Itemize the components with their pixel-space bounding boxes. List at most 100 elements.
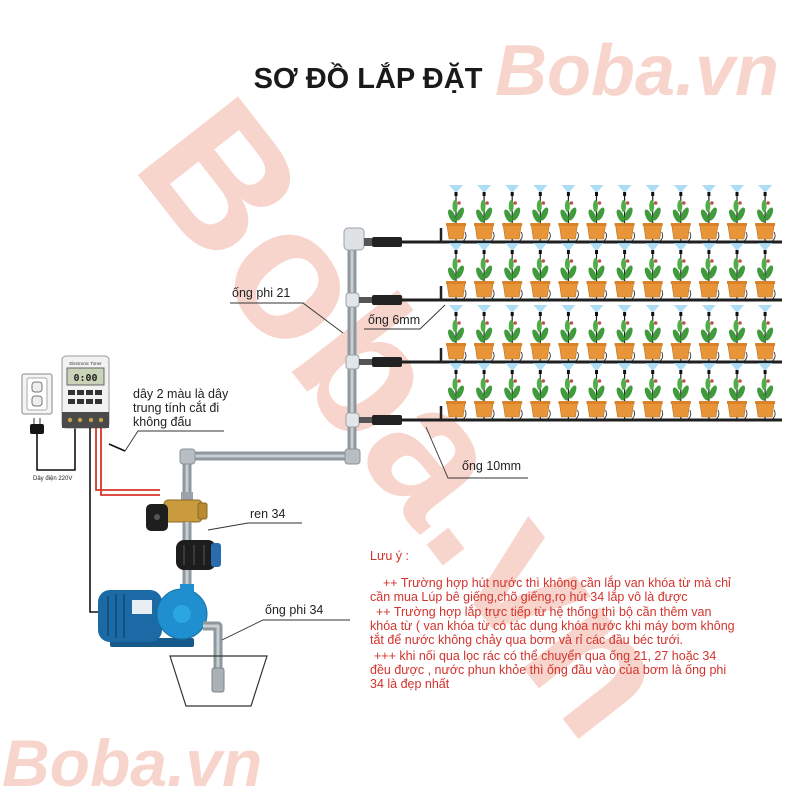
pot-rim (698, 223, 719, 226)
leaf (452, 378, 458, 390)
micro-tube (686, 231, 692, 243)
leaf (680, 207, 689, 221)
pot-rim (727, 223, 747, 226)
micro-tube (770, 231, 776, 243)
leaf (736, 207, 746, 221)
flower (625, 259, 630, 263)
sprinkler-spray (477, 185, 492, 193)
leaf (540, 265, 549, 279)
pot-rim (502, 401, 523, 404)
leaf (616, 387, 625, 401)
flower (625, 321, 630, 325)
flower (653, 201, 658, 205)
flower (597, 201, 602, 205)
plant (614, 305, 635, 363)
micro-tube (770, 351, 776, 363)
leaf (455, 327, 465, 341)
pot (671, 344, 691, 360)
micro-tube (770, 289, 776, 301)
plant (446, 243, 467, 301)
plant (502, 305, 523, 363)
micro-tube (517, 231, 523, 243)
pot-rim (614, 401, 635, 404)
pot-rim (474, 223, 495, 226)
leaf (504, 267, 513, 281)
sprinkler-head (707, 370, 711, 374)
sprinkler-spray (561, 305, 576, 313)
sprinkler-spray (701, 243, 716, 251)
sprinkler-spray (449, 363, 463, 371)
leaf (540, 327, 549, 341)
pot-rim (614, 223, 635, 226)
pot-rim (698, 281, 719, 284)
note-line: cần mua Lúp bê giếng,chõ giếng,rọ hút 34… (370, 589, 687, 604)
pot-rim (727, 281, 747, 284)
pipe-tee (345, 412, 360, 428)
filter-cap (211, 543, 221, 567)
flower (625, 201, 630, 205)
leader-line (230, 302, 344, 334)
leaf (672, 209, 681, 223)
leaf (480, 378, 486, 390)
pot-rim (446, 223, 466, 226)
leaf (757, 387, 766, 401)
micro-tube (489, 409, 495, 421)
sprinkler-spray (673, 363, 688, 371)
sprinkler-spray (505, 305, 520, 313)
pot (755, 282, 775, 298)
leaf (649, 378, 655, 390)
leaf (447, 387, 457, 401)
pot-rim (446, 343, 466, 346)
plant (530, 243, 551, 301)
sprinkler-spray (561, 243, 576, 251)
pipe-21-highlight (185, 240, 354, 500)
leaf (621, 258, 627, 270)
flower (597, 379, 602, 383)
flower (625, 379, 630, 383)
note-line: đều được , nước phun khỏe thì ống đầu và… (370, 663, 726, 677)
note-line: khóa từ ( van khóa từ có tác dụng khóa n… (370, 619, 735, 633)
leaf (532, 329, 541, 343)
leaf (624, 265, 633, 279)
timer-button (95, 390, 102, 395)
sprinkler-spray (589, 305, 604, 313)
leaf (728, 329, 738, 343)
leaf (677, 378, 683, 390)
flower (710, 379, 714, 383)
leader-line (207, 522, 302, 531)
pot-rim (530, 401, 551, 404)
plant (474, 185, 495, 243)
sprinkler-spray (561, 363, 576, 371)
plant (614, 363, 635, 421)
pot (446, 224, 466, 240)
sprinkler-head (707, 250, 711, 254)
note-line: ++ Trường hợp hút nước thì không cần lắp… (383, 575, 731, 590)
leaf (728, 209, 738, 223)
plant (670, 243, 692, 301)
power-cord-wire (36, 428, 76, 471)
flower (653, 379, 658, 383)
plant (446, 363, 467, 421)
sprinkler-head (566, 192, 570, 196)
sprinkler-head (510, 312, 514, 316)
sprinkler-spray (617, 185, 632, 193)
wire-to-pump (89, 428, 99, 613)
sprinkler-head (454, 312, 458, 316)
pot-rim (642, 281, 663, 284)
leaf (761, 200, 767, 212)
leaf (455, 265, 465, 279)
pot (559, 402, 578, 418)
leaf (728, 267, 738, 281)
pot-rim (502, 343, 523, 346)
sprinkler-spray (589, 185, 604, 193)
pot (474, 402, 494, 418)
sprinkler-spray (645, 185, 660, 193)
leaf (568, 385, 577, 399)
leaf (532, 387, 541, 401)
line-connector (372, 357, 402, 367)
leaf (733, 378, 739, 390)
leaf (644, 267, 653, 281)
plant (727, 305, 748, 363)
micro-tube (714, 231, 720, 243)
leaf (680, 265, 689, 279)
